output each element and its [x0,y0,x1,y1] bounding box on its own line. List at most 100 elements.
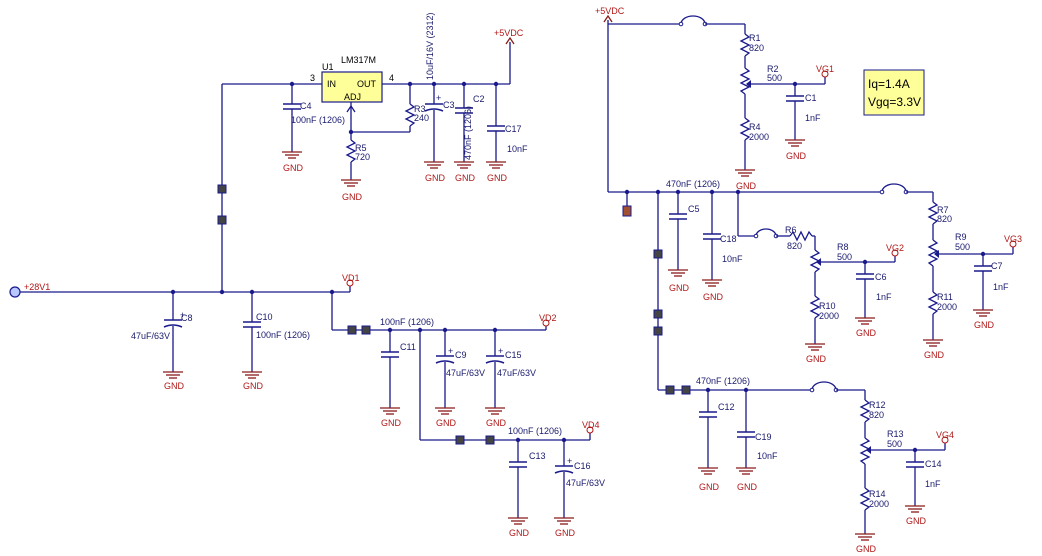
potentiometer-r2[interactable]: R2 500 [739,64,795,118]
svg-text:3: 3 [310,73,315,83]
jumper-pad[interactable] [485,435,495,445]
capacitor-c3[interactable]: + C3 10uF/16V (2312) [424,12,455,162]
net-vg2[interactable]: VG2 [865,243,904,263]
svg-text:GND: GND [737,482,758,492]
capacitor-c13[interactable]: C13 [509,440,546,518]
resistor-r4[interactable]: R4 2000 [739,117,769,170]
capacitor-c8[interactable]: + C8 47uF/63V [131,292,193,372]
svg-text:1nF: 1nF [925,479,941,489]
svg-text:R10: R10 [819,301,836,311]
resistor-r10[interactable]: R10 2000 [809,295,839,344]
jumper-pad[interactable] [361,325,371,335]
jumper-pad[interactable] [622,205,632,217]
potentiometer-r13[interactable]: R13 500 [859,429,915,488]
regulator-part: LM317M [341,55,376,65]
svg-text:820: 820 [937,214,952,224]
capacitor-c6[interactable]: C6 1nF [856,262,892,318]
vin-label: +28V1 [24,282,50,292]
vin-port-icon[interactable] [9,286,21,298]
svg-text:2000: 2000 [937,302,957,312]
capacitor-c16[interactable]: + C16 47uF/63V [554,440,605,518]
resistor-r6[interactable]: R6 820 [776,225,815,251]
capacitor-c18[interactable]: C18 10nF [703,192,743,280]
capacitor-c19[interactable]: C19 10nF [737,390,778,468]
capacitor-c9[interactable]: + C9 47uF/63V [435,330,485,408]
net-vd4[interactable]: VD4 [582,420,600,440]
ground-symbol: GND [855,533,877,554]
svg-text:OUT: OUT [357,79,377,89]
svg-text:GND: GND [486,418,507,428]
resistor-r7[interactable]: R7 820 [927,192,952,240]
potentiometer-r8[interactable]: R8 500 [809,236,865,296]
resistor-r1[interactable]: R1 820 [739,24,764,68]
svg-text:10nF: 10nF [722,254,743,264]
junction-dots [170,81,986,453]
jumper-pad[interactable] [217,215,227,225]
svg-text:VD4: VD4 [582,420,600,430]
regulator-u1[interactable]: LM317M U1 IN OUT ADJ 3 4 [310,55,394,103]
svg-text:2000: 2000 [819,311,839,321]
svg-text:GND: GND [856,328,877,338]
jumper-pad[interactable] [455,435,465,445]
svg-text:GND: GND [806,354,827,364]
capacitor-c5[interactable]: C5 [669,192,700,270]
jumper-pad[interactable] [653,249,663,259]
wire-crossover [680,15,706,25]
resistor-r14[interactable]: R14 2000 [859,487,889,534]
svg-text:GND: GND [436,418,457,428]
capacitor-c14[interactable]: C14 1nF [906,450,942,506]
ground-symbol: GND [508,517,530,538]
jumper-pad[interactable] [681,385,691,395]
svg-text:R11: R11 [937,292,953,302]
jumper-pad[interactable] [347,325,357,335]
capacitor-c15[interactable]: + C15 47uF/63V [485,330,536,408]
resistor-r5[interactable]: R5 720 [345,139,370,180]
svg-text:GND: GND [381,418,402,428]
potentiometer-r9[interactable]: R9 500 [927,232,983,292]
svg-text:R14: R14 [869,489,886,499]
svg-text:GND: GND [455,173,476,183]
svg-text:C15: C15 [505,350,522,360]
ground-symbol: GND [698,467,720,492]
svg-text:VG1: VG1 [816,64,834,74]
capacitor-c1[interactable]: C1 1nF [786,84,821,140]
ground-symbol: GND [341,179,363,202]
svg-text:47uF/63V: 47uF/63V [497,368,536,378]
capacitor-c17[interactable]: C17 10nF [487,84,528,162]
svg-text:1nF: 1nF [876,292,892,302]
capacitor-c7[interactable]: C7 1nF [974,254,1009,310]
svg-text:C16: C16 [574,461,591,471]
capacitor-c12[interactable]: C12 [699,390,735,468]
capacitor-c4[interactable]: C4 100nF (1206) [283,84,345,152]
svg-text:C6: C6 [875,272,887,282]
net-vg3[interactable]: VG3 [983,234,1022,255]
ground-symbol: GND [702,279,724,302]
svg-text:+: + [567,456,572,466]
ground-symbol: GND [905,505,927,526]
wire-crossover [755,228,777,237]
jumper-pad[interactable] [653,326,663,336]
jumper-pad[interactable] [217,184,227,194]
svg-text:240: 240 [414,113,429,123]
net-vd1[interactable]: VD1 [342,273,360,292]
svg-text:500: 500 [837,252,852,262]
net-vg4[interactable]: VG4 [915,430,954,451]
jumper-pad[interactable] [653,309,663,319]
svg-text:GND: GND [856,544,877,554]
svg-text:GND: GND [703,292,724,302]
capacitor-c2[interactable]: C2 470nF (1206) [455,84,485,162]
jumper-pad[interactable] [665,385,675,395]
svg-text:VG3: VG3 [1004,234,1022,244]
net-vg1[interactable]: VG1 [795,64,834,85]
note-box: Iq=1.4A Vgq=3.3V [863,69,925,116]
capacitor-c11[interactable]: C11 [381,330,416,408]
svg-text:GND: GND [736,181,757,191]
resistor-r11[interactable]: R11 2000 [927,291,957,340]
net-vd2[interactable]: VD2 [539,313,557,331]
resistor-r12[interactable]: R12 820 [859,390,886,438]
resistor-r3[interactable]: R3 240 [404,103,429,132]
ground-symbol: GND [973,309,995,330]
svg-text:500: 500 [955,242,970,252]
capacitor-c10[interactable]: C10 100nF (1206) [243,292,310,372]
